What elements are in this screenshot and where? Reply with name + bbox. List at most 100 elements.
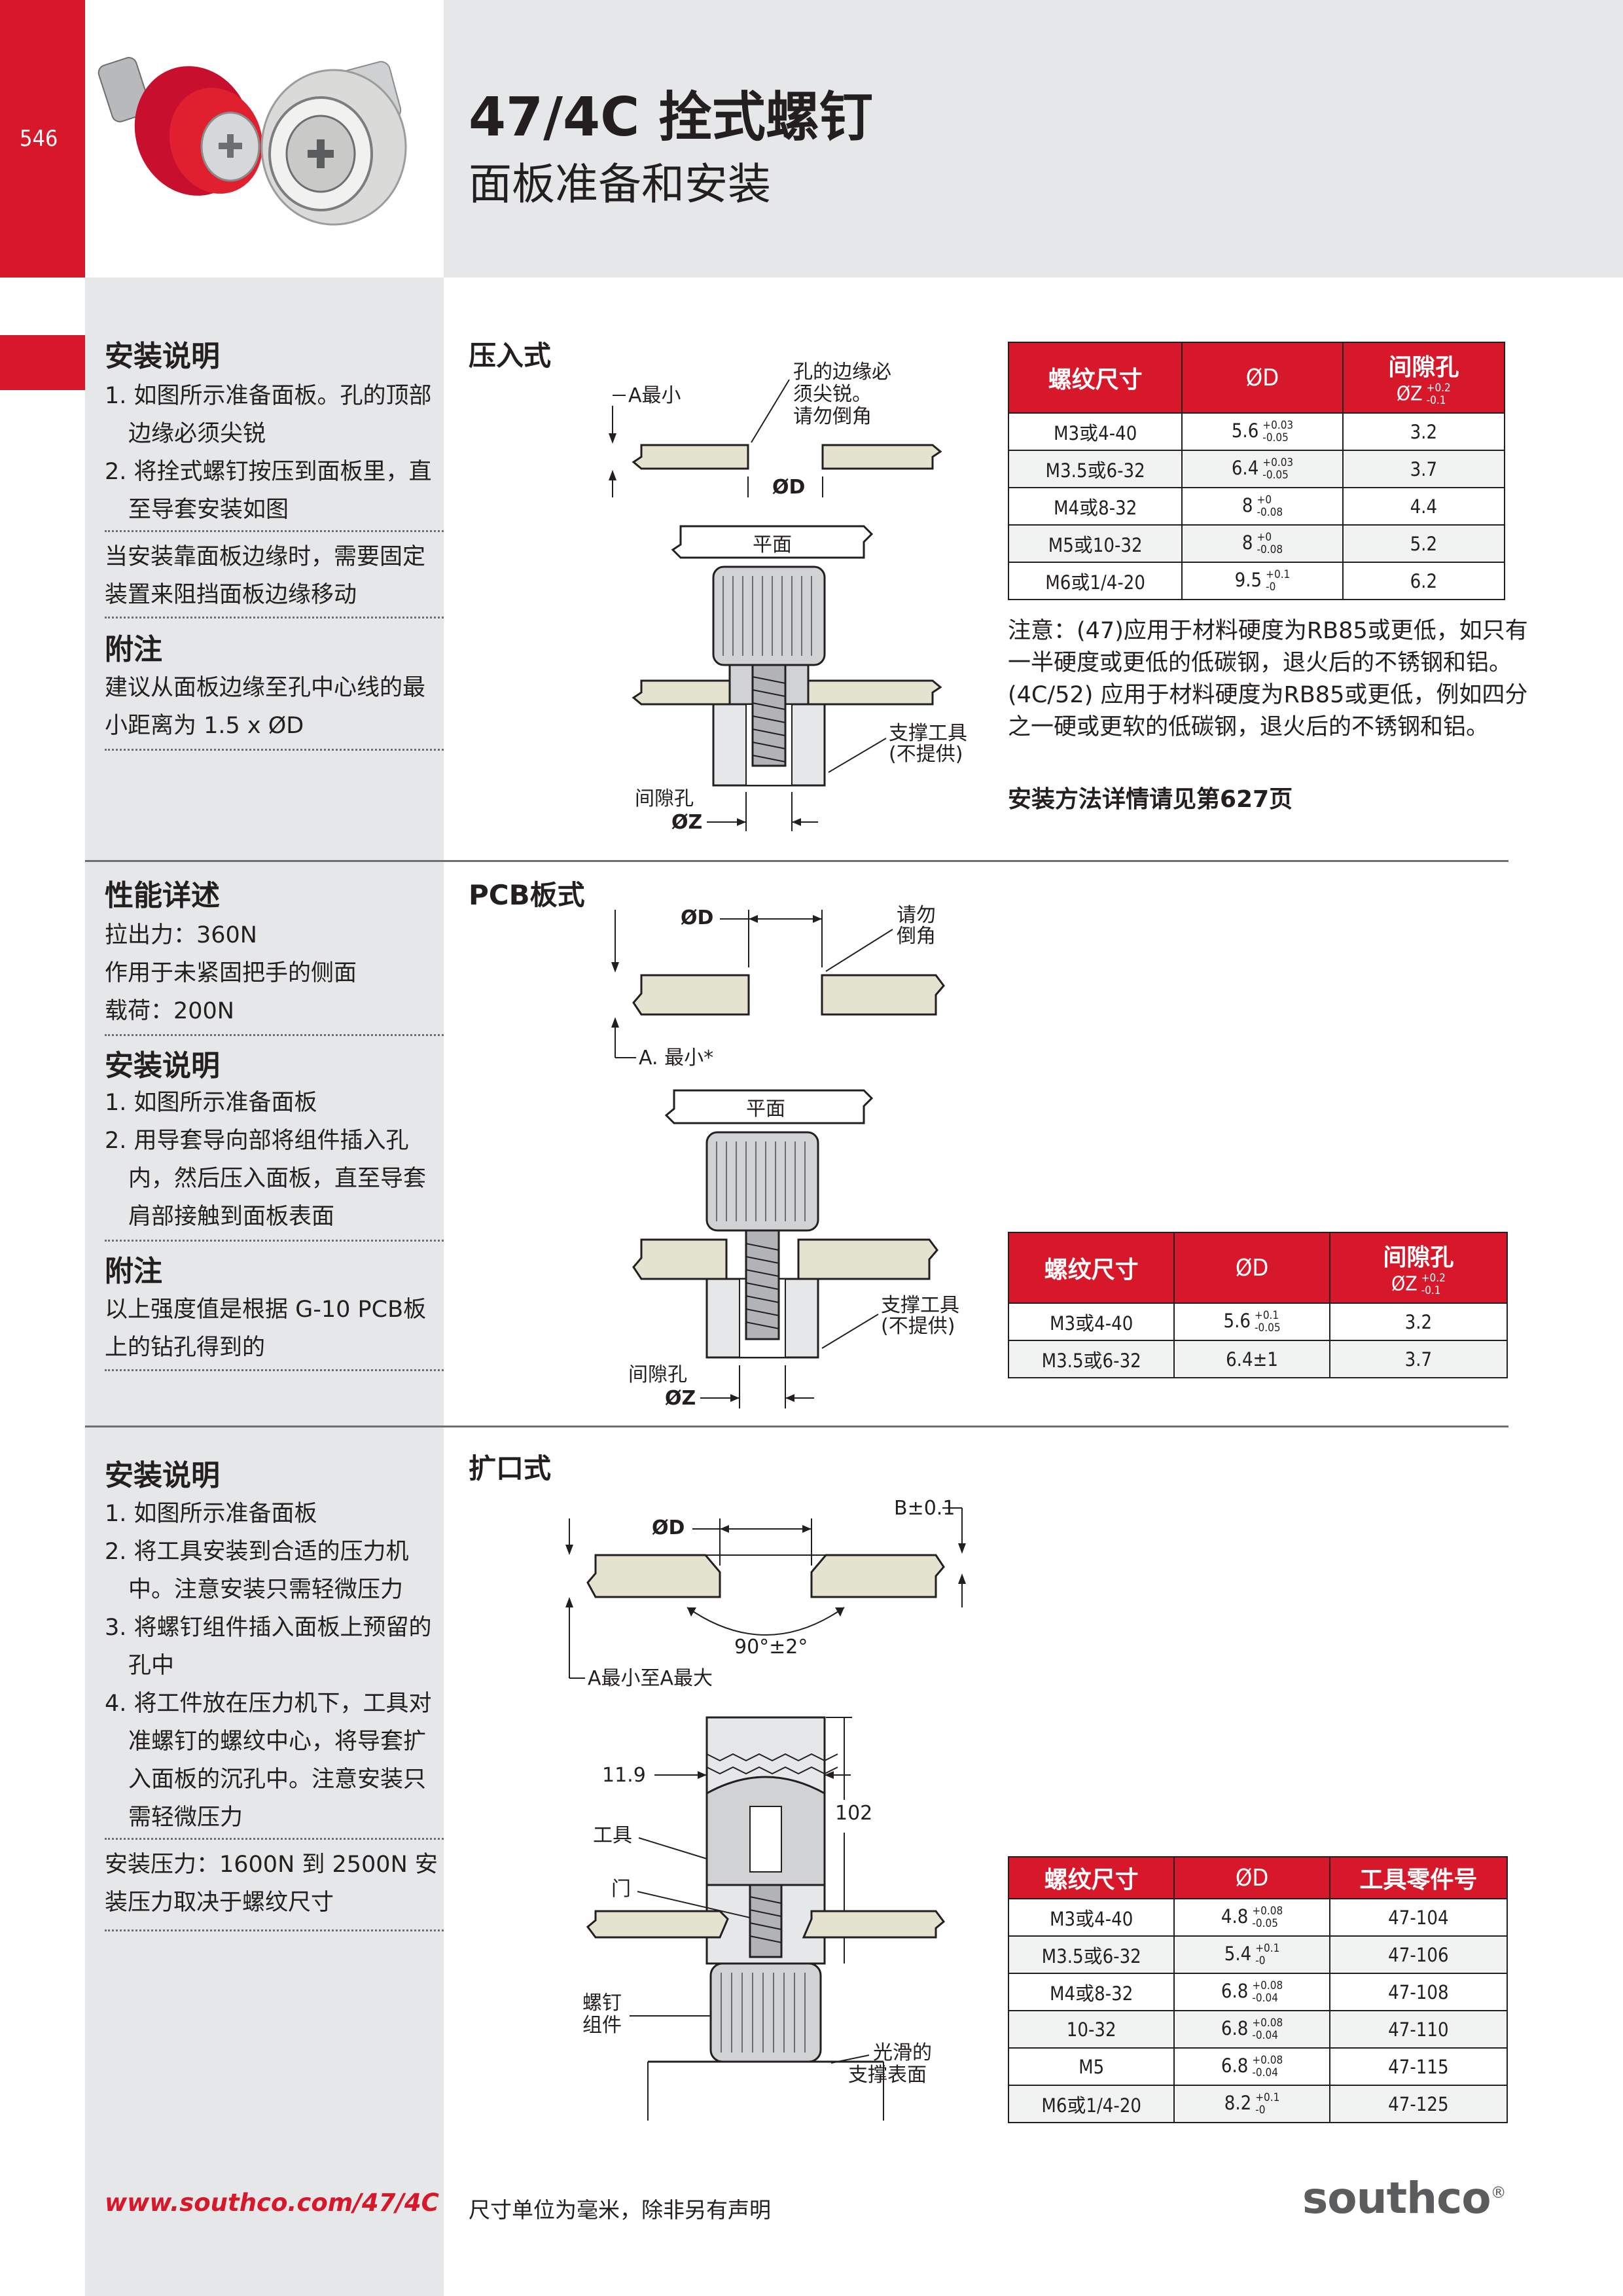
table-row: M6或1/4-20 8.2+0.1-0 47-125 [1007, 2085, 1508, 2123]
pcb-remark-text: 以上强度值是根据 G-10 PCB板上的钻孔得到的 [105, 1297, 427, 1361]
table-row: M4或8-32 6.8+0.08-0.04 47-108 [1007, 1973, 1508, 2011]
pcb-diagram: ØD 请勿 倒角 A. 最小* 平面 [589, 890, 995, 1414]
pcb-th-thread: 螺纹尺寸 [1007, 1232, 1175, 1304]
flare-diagram: B±0.1 ØD 90°±2° A最小至A最大 [556, 1492, 988, 2134]
pcb-oz-label: ØZ [665, 1387, 696, 1410]
divider [105, 749, 444, 751]
press-in-reference: 安装方法详情请见第627页 [1008, 786, 1293, 813]
pcb-table: 螺纹尺寸 ØD 间隙孔 ØZ+0.2-0.1 M3或4-40 5.6+0.1-0… [1007, 1232, 1508, 1378]
pcb-no-chamfer-1: 请勿 [897, 904, 936, 927]
press-in-a-min-label: A最小 [628, 384, 681, 407]
flare-tool-label: 工具 [593, 1824, 632, 1847]
press-in-support-label-2: (不提供) [889, 743, 963, 766]
press-in-clearance-label: 间隙孔 [635, 787, 694, 810]
product-photo [85, 0, 444, 278]
table-row: M5或10-32 8+0-0.08 5.2 [1007, 524, 1506, 563]
flare-dim-102: 102 [835, 1802, 872, 1825]
flare-screw-label-2: 组件 [582, 2014, 622, 2037]
page-number: 546 [20, 126, 58, 152]
pcb-flat-label: 平面 [746, 1098, 785, 1121]
header-red-bar [0, 0, 85, 278]
press-in-table: 螺纹尺寸 ØD 间隙孔 ØZ+0.2-0.1 M3或4-40 5.6+0.03-… [1007, 342, 1506, 600]
divider [105, 1838, 444, 1840]
flare-door-label: 门 [611, 1878, 631, 1901]
header-band [444, 0, 1623, 278]
section-divider [85, 1426, 1508, 1427]
divider [105, 1369, 444, 1371]
table-row: M3或4-40 5.6+0.1-0.05 3.2 [1007, 1302, 1508, 1341]
divider [105, 1034, 444, 1036]
press-in-support-label-1: 支撑工具 [889, 722, 967, 745]
press-in-install-heading: 安装说明 [105, 340, 220, 373]
pcb-th-oz: ØZ+0.2-0.1 [1391, 1272, 1446, 1297]
table-row: M6或1/4-20 9.5+0.1-0 6.2 [1007, 562, 1506, 600]
divider [105, 530, 444, 532]
press-in-th-clearance: 间隙孔 ØZ+0.2-0.1 [1342, 342, 1506, 414]
press-in-step-1: 1. 如图所示准备面板。孔的顶部边缘必须尖锐 [105, 383, 432, 447]
table-row: M3.5或6-32 6.4±1 3.7 [1007, 1340, 1508, 1378]
press-in-flat-label: 平面 [753, 533, 792, 556]
silver-screw-image [260, 61, 407, 226]
flare-table: 螺纹尺寸 ØD 工具零件号 M3或4-40 4.8+0.08-0.05 47-1… [1007, 1856, 1508, 2123]
pcb-th-clearance-label: 间隙孔 [1383, 1244, 1454, 1271]
pcb-install-heading: 安装说明 [105, 1049, 220, 1083]
flare-angle-label: 90°±2° [734, 1636, 808, 1659]
flare-od-label: ØD [652, 1516, 685, 1539]
press-in-th-clearance-label: 间隙孔 [1388, 354, 1459, 381]
press-in-heading: 压入式 [469, 340, 552, 372]
press-in-th-oz: ØZ+0.2-0.1 [1396, 382, 1451, 407]
flare-install-steps: 1. 如图所示准备面板 2. 将工具安装到合适的压力机中。注意安装只需轻微压力 … [105, 1501, 432, 1831]
pcb-clearance-label: 间隙孔 [628, 1363, 687, 1386]
press-in-od-label: ØD [772, 476, 805, 499]
flare-a-range-label: A最小至A最大 [588, 1667, 713, 1690]
press-in-install-steps: 1. 如图所示准备面板。孔的顶部边缘必须尖锐 2. 将拴式螺钉按压到面板里，直至… [105, 377, 445, 529]
flare-pressure-note: 安装压力：1600N 到 2500N 安装压力取决于螺纹尺寸 [105, 1852, 438, 1916]
flare-smooth-label-1: 光滑的 [873, 2041, 932, 2064]
pcb-no-chamfer-2: 倒角 [897, 925, 936, 948]
section-divider [85, 860, 1508, 862]
press-in-material-note: 注意：(47)应用于材料硬度为RB85或更低，如只有一半硬度或更低的低碳钢，退火… [1008, 618, 1528, 740]
press-in-edge-note-3: 请勿倒角 [793, 405, 872, 428]
page-title: 47/4C 拴式螺钉 [469, 86, 873, 149]
southco-logo: southco® [1302, 2173, 1507, 2223]
flare-screw-label-1: 螺钉 [582, 1992, 622, 2015]
table-row: 10-32 6.8+0.08-0.04 47-110 [1007, 2010, 1508, 2049]
press-in-diagram: A最小 孔的边缘必 须尖锐。 请勿倒角 ØD 平面 [589, 353, 982, 838]
press-in-th-thread: 螺纹尺寸 [1007, 342, 1183, 414]
flare-dim-119: 11.9 [602, 1764, 646, 1787]
pcb-heading: PCB板式 [469, 879, 585, 911]
press-in-oz-label: ØZ [671, 811, 702, 834]
divider [105, 617, 444, 619]
pcb-od-label: ØD [681, 906, 713, 929]
pcb-support-label-1: 支撑工具 [881, 1294, 959, 1317]
red-screw-image [98, 57, 263, 196]
table-row: M3.5或6-32 5.4+0.1-0 47-106 [1007, 1935, 1508, 1974]
pcb-remark-heading: 附注 [105, 1255, 162, 1288]
press-in-step-2: 2. 将拴式螺钉按压到面板里，直至导套安装如图 [105, 459, 432, 523]
pcb-th-od: ØD [1173, 1232, 1330, 1304]
pcb-a-min-label: A. 最小* [639, 1047, 713, 1069]
divider [105, 1929, 444, 1931]
pcb-perf-lines: 拉出力：360N 作用于未紧固把手的侧面 载荷：200N [105, 922, 357, 1024]
left-column-background [85, 278, 444, 2296]
press-in-edge-note: 当安装靠面板边缘时，需要固定装置来阻挡面板边缘移动 [105, 544, 426, 608]
table-row: M3.5或6-32 6.4+0.03-0.05 3.7 [1007, 450, 1506, 488]
press-in-edge-note-2: 须尖锐。 [793, 383, 872, 406]
pcb-install-steps: 1. 如图所示准备面板 2. 用导套导向部将组件插入孔内，然后压入面板，直至导套… [105, 1090, 427, 1230]
section-red-tab [0, 335, 85, 390]
flare-heading: 扩口式 [469, 1452, 552, 1484]
footer-units-note: 尺寸单位为毫米，除非另有声明 [469, 2197, 771, 2223]
press-in-remark-text: 建议从面板边缘至孔中心线的最小距离为 1.5 x ØD [105, 675, 426, 739]
flare-smooth-label-2: 支撑表面 [848, 2064, 927, 2087]
flare-install-heading: 安装说明 [105, 1459, 220, 1492]
page-subtitle: 面板准备和安装 [469, 159, 771, 209]
table-row: M3或4-40 5.6+0.03-0.05 3.2 [1007, 412, 1506, 451]
flare-th-od: ØD [1173, 1856, 1330, 1899]
table-row: M3或4-40 4.8+0.08-0.05 47-104 [1007, 1898, 1508, 1937]
footer-website-link[interactable]: www.southco.com/47/4C [105, 2189, 439, 2217]
press-in-remark-heading: 附注 [105, 633, 162, 666]
flare-th-thread: 螺纹尺寸 [1007, 1856, 1175, 1899]
table-row: M5 6.8+0.08-0.04 47-115 [1007, 2047, 1508, 2086]
table-row: M4或8-32 8+0-0.08 4.4 [1007, 487, 1506, 526]
pcb-th-clearance: 间隙孔 ØZ+0.2-0.1 [1329, 1232, 1508, 1304]
